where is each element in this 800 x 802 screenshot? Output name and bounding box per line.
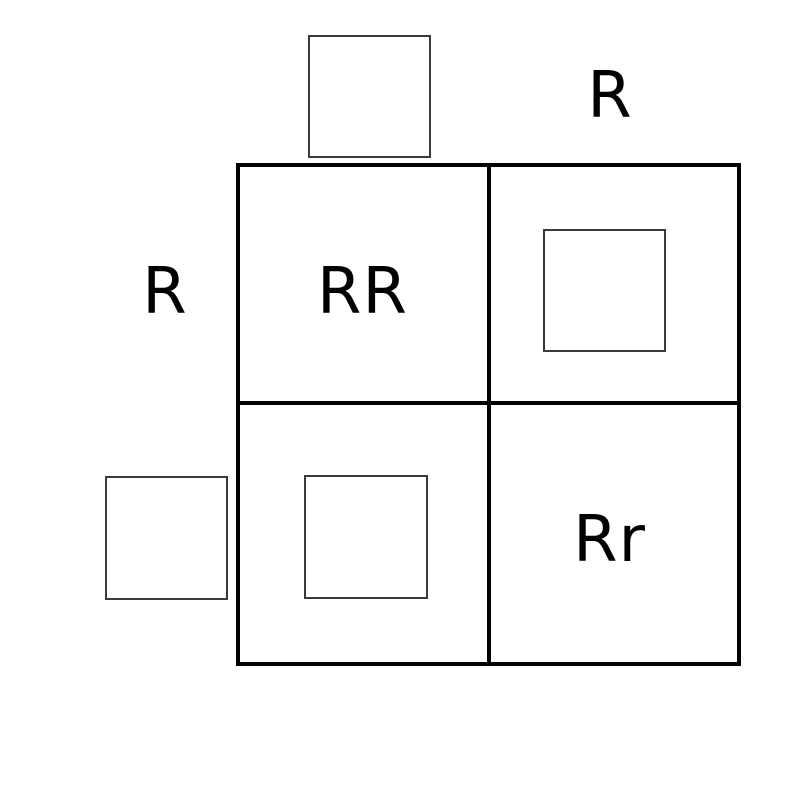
cell-1-2-blank-box[interactable] — [543, 229, 666, 352]
cell-2-2-genotype: Rr — [573, 503, 646, 577]
row-header-2-blank-box[interactable] — [105, 476, 228, 600]
row-header-1-label: R — [142, 255, 188, 329]
cell-1-1-genotype: RR — [317, 255, 408, 329]
cell-2-1-blank-box[interactable] — [304, 475, 428, 599]
column-header-2-label: R — [587, 59, 633, 133]
grid-horizontal-divider — [236, 401, 741, 405]
grid-vertical-divider — [487, 163, 491, 666]
column-header-1-blank-box[interactable] — [308, 35, 431, 158]
